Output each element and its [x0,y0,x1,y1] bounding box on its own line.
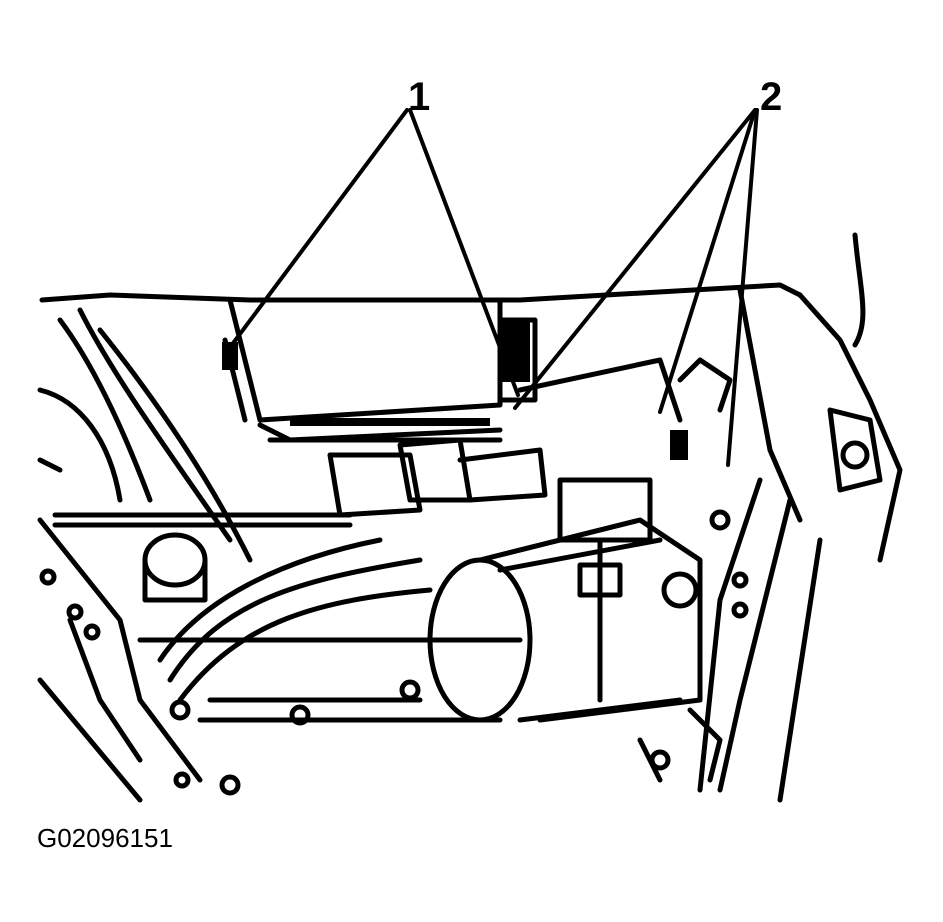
callout-leaders [226,108,759,467]
callout-label-2: 2 [760,75,783,119]
callout-label-1: 1 [408,75,431,119]
figure-id: G02096151 [37,823,173,853]
